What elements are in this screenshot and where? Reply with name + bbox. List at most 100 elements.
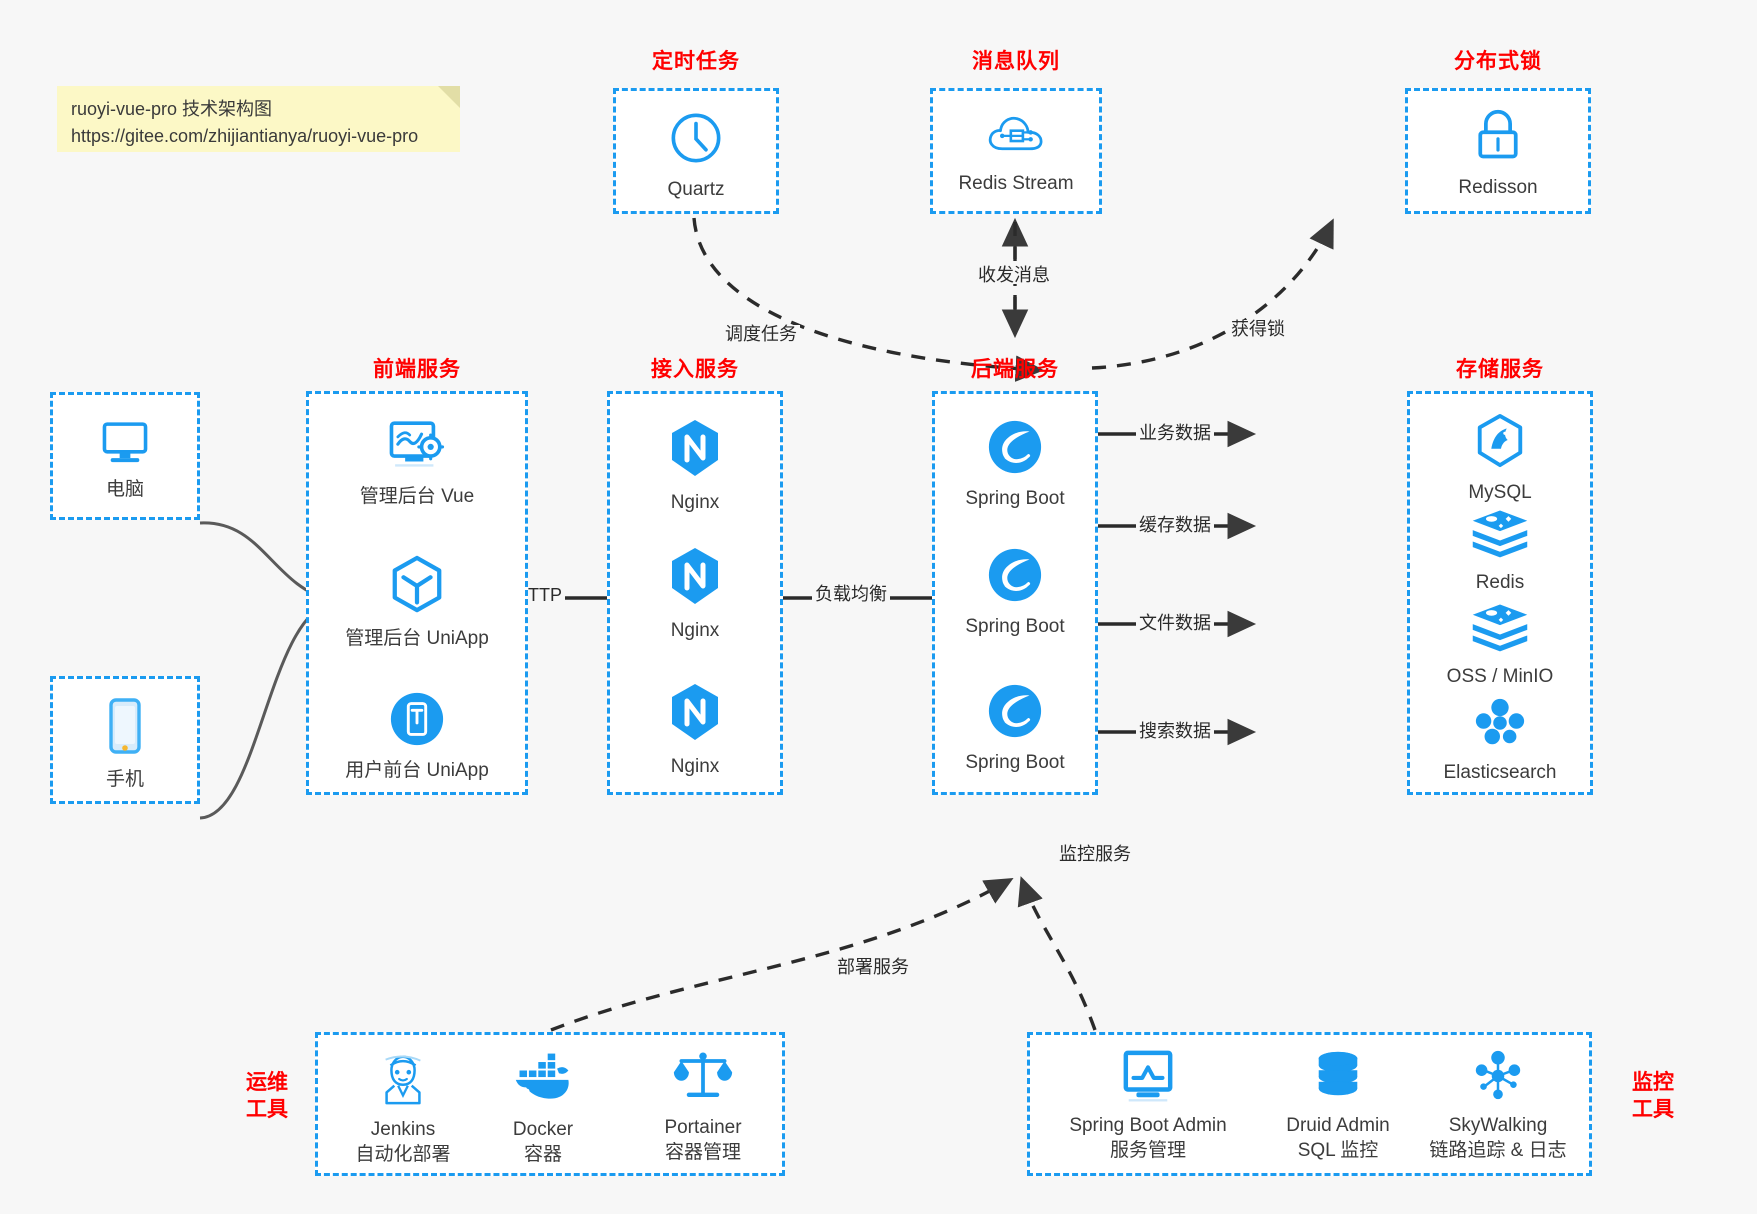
- app-icon: [388, 690, 446, 753]
- node-label: Redisson: [1458, 177, 1538, 198]
- dashboard-icon: [386, 418, 448, 479]
- node-sublabel: 容器管理: [664, 1141, 741, 1163]
- edge-label-business-data: 业务数据: [1136, 424, 1214, 442]
- node-label: 电脑: [105, 479, 144, 500]
- spring-icon: [986, 682, 1044, 745]
- node-spring-boot-admin[interactable]: Spring Boot Admin 服务管理: [1048, 1049, 1248, 1163]
- node-redisson[interactable]: Redisson: [1408, 107, 1588, 201]
- node-desktop[interactable]: 电脑: [53, 417, 197, 503]
- devops-title-line-1: 运维: [246, 1071, 288, 1094]
- node-sublabel: SQL 监控: [1297, 1139, 1379, 1161]
- scales-icon: [672, 1047, 734, 1110]
- edge-label-get-lock: 获得锁: [1228, 320, 1288, 338]
- edge-label-schedule-task: 调度任务: [722, 325, 800, 343]
- group-title-devops: 运维 工具: [232, 1070, 302, 1124]
- node-label: Spring Boot: [965, 616, 1065, 637]
- node-sublabel: 链路追踪 & 日志: [1429, 1139, 1567, 1161]
- spring-icon: [986, 546, 1044, 609]
- group-box-devops: Jenkins 自动化部署 Docker 容器: [315, 1032, 785, 1176]
- node-label: MySQL: [1468, 482, 1532, 503]
- node-label: Portainer: [664, 1117, 742, 1138]
- node-jenkins[interactable]: Jenkins 自动化部署: [338, 1049, 468, 1167]
- elasticsearch-icon: [1471, 694, 1529, 755]
- group-title-storage: 存储服务: [1456, 358, 1544, 381]
- group-box-mq: Redis Stream: [930, 88, 1102, 214]
- node-mysql[interactable]: MySQL: [1410, 412, 1590, 506]
- edge-label-monitor-service: 监控服务: [1056, 845, 1134, 863]
- node-nginx-3[interactable]: Nginx: [610, 682, 780, 780]
- jenkins-icon: [375, 1049, 431, 1112]
- note-line-2: https://gitee.com/zhijiantianya/ruoyi-vu…: [71, 126, 419, 146]
- group-title-scheduler: 定时任务: [652, 50, 740, 73]
- mobile-icon: [105, 697, 145, 762]
- node-label: Jenkins: [370, 1119, 436, 1140]
- group-box-storage: MySQL Redis: [1407, 391, 1593, 795]
- database-icon: [1311, 1049, 1365, 1108]
- node-label: Redis: [1475, 572, 1525, 593]
- edge-label-deploy-service: 部署服务: [834, 958, 912, 976]
- node-redis-stream[interactable]: Redis Stream: [933, 109, 1099, 197]
- group-box-scheduler: Quartz: [613, 88, 779, 214]
- edge-label-load-balance: 负载均衡: [812, 585, 890, 603]
- node-redis[interactable]: Redis: [1410, 506, 1590, 596]
- node-spring-boot-2[interactable]: Spring Boot: [935, 546, 1095, 640]
- node-label: 管理后台 Vue: [359, 486, 475, 507]
- edge-label-search-data: 搜索数据: [1136, 722, 1214, 740]
- group-title-lock: 分布式锁: [1454, 50, 1542, 73]
- nginx-icon: [668, 682, 722, 749]
- note-fold-icon: [438, 86, 460, 108]
- group-title-backend: 后端服务: [971, 358, 1059, 381]
- node-oss-minio[interactable]: OSS / MinIO: [1410, 600, 1590, 690]
- node-label: 用户前台 UniApp: [345, 760, 489, 781]
- group-box-frontend: 管理后台 Vue 管理后台 UniApp 用户前台 UniApp: [306, 391, 528, 795]
- node-nginx-2[interactable]: Nginx: [610, 546, 780, 644]
- monitor-chart-icon: [1119, 1049, 1177, 1108]
- edge-label-mq-io: 收发消息: [975, 266, 1053, 284]
- node-spring-boot-1[interactable]: Spring Boot: [935, 418, 1095, 512]
- group-box-gateway: Nginx Nginx Nginx: [607, 391, 783, 795]
- group-box-monitoring: Spring Boot Admin 服务管理: [1027, 1032, 1592, 1176]
- mysql-icon: [1472, 412, 1528, 475]
- skywalking-icon: [1470, 1049, 1526, 1108]
- group-title-monitoring: 监控 工具: [1618, 1070, 1688, 1124]
- docker-icon: [512, 1049, 574, 1112]
- node-quartz[interactable]: Quartz: [616, 109, 776, 203]
- node-skywalking[interactable]: SkyWalking 链路追踪 & 日志: [1408, 1049, 1588, 1163]
- node-user-uniapp[interactable]: 用户前台 UniApp: [309, 690, 525, 784]
- node-label: Docker: [512, 1119, 574, 1140]
- node-sublabel: 容器: [523, 1143, 562, 1165]
- node-admin-uniapp[interactable]: 管理后台 UniApp: [309, 554, 525, 652]
- monitoring-title-line-1: 监控: [1632, 1071, 1674, 1094]
- group-title-gateway: 接入服务: [651, 358, 739, 381]
- node-portainer[interactable]: Portainer 容器管理: [638, 1047, 768, 1165]
- node-admin-vue[interactable]: 管理后台 Vue: [309, 418, 525, 510]
- node-mobile[interactable]: 手机: [53, 697, 197, 793]
- node-label: Nginx: [670, 756, 720, 777]
- edge-label-cache-data: 缓存数据: [1136, 516, 1214, 534]
- cloud-stream-icon: [985, 109, 1047, 166]
- node-label: OSS / MinIO: [1446, 666, 1554, 687]
- node-elasticsearch[interactable]: Elasticsearch: [1410, 694, 1590, 786]
- group-title-mq: 消息队列: [972, 50, 1060, 73]
- clock-icon: [667, 109, 725, 172]
- title-note: ruoyi-vue-pro 技术架构图 https://gitee.com/zh…: [57, 86, 460, 152]
- node-druid-admin[interactable]: Druid Admin SQL 监控: [1258, 1049, 1418, 1163]
- redis-icon: [1469, 506, 1531, 565]
- desktop-icon: [98, 417, 152, 472]
- node-label: Nginx: [670, 492, 720, 513]
- node-label: 管理后台 UniApp: [345, 628, 489, 649]
- node-label: Redis Stream: [958, 173, 1074, 194]
- node-docker[interactable]: Docker 容器: [478, 1049, 608, 1167]
- node-label: Spring Boot: [965, 752, 1065, 773]
- node-label: Druid Admin: [1286, 1115, 1390, 1136]
- spring-icon: [986, 418, 1044, 481]
- node-sublabel: 自动化部署: [355, 1143, 451, 1165]
- nginx-icon: [668, 418, 722, 485]
- cube-icon: [388, 554, 446, 621]
- group-box-backend: Spring Boot Spring Boot Spring Boot: [932, 391, 1098, 795]
- node-label: Spring Boot Admin: [1069, 1115, 1227, 1136]
- oss-icon: [1469, 600, 1531, 659]
- node-nginx-1[interactable]: Nginx: [610, 418, 780, 516]
- node-spring-boot-3[interactable]: Spring Boot: [935, 682, 1095, 776]
